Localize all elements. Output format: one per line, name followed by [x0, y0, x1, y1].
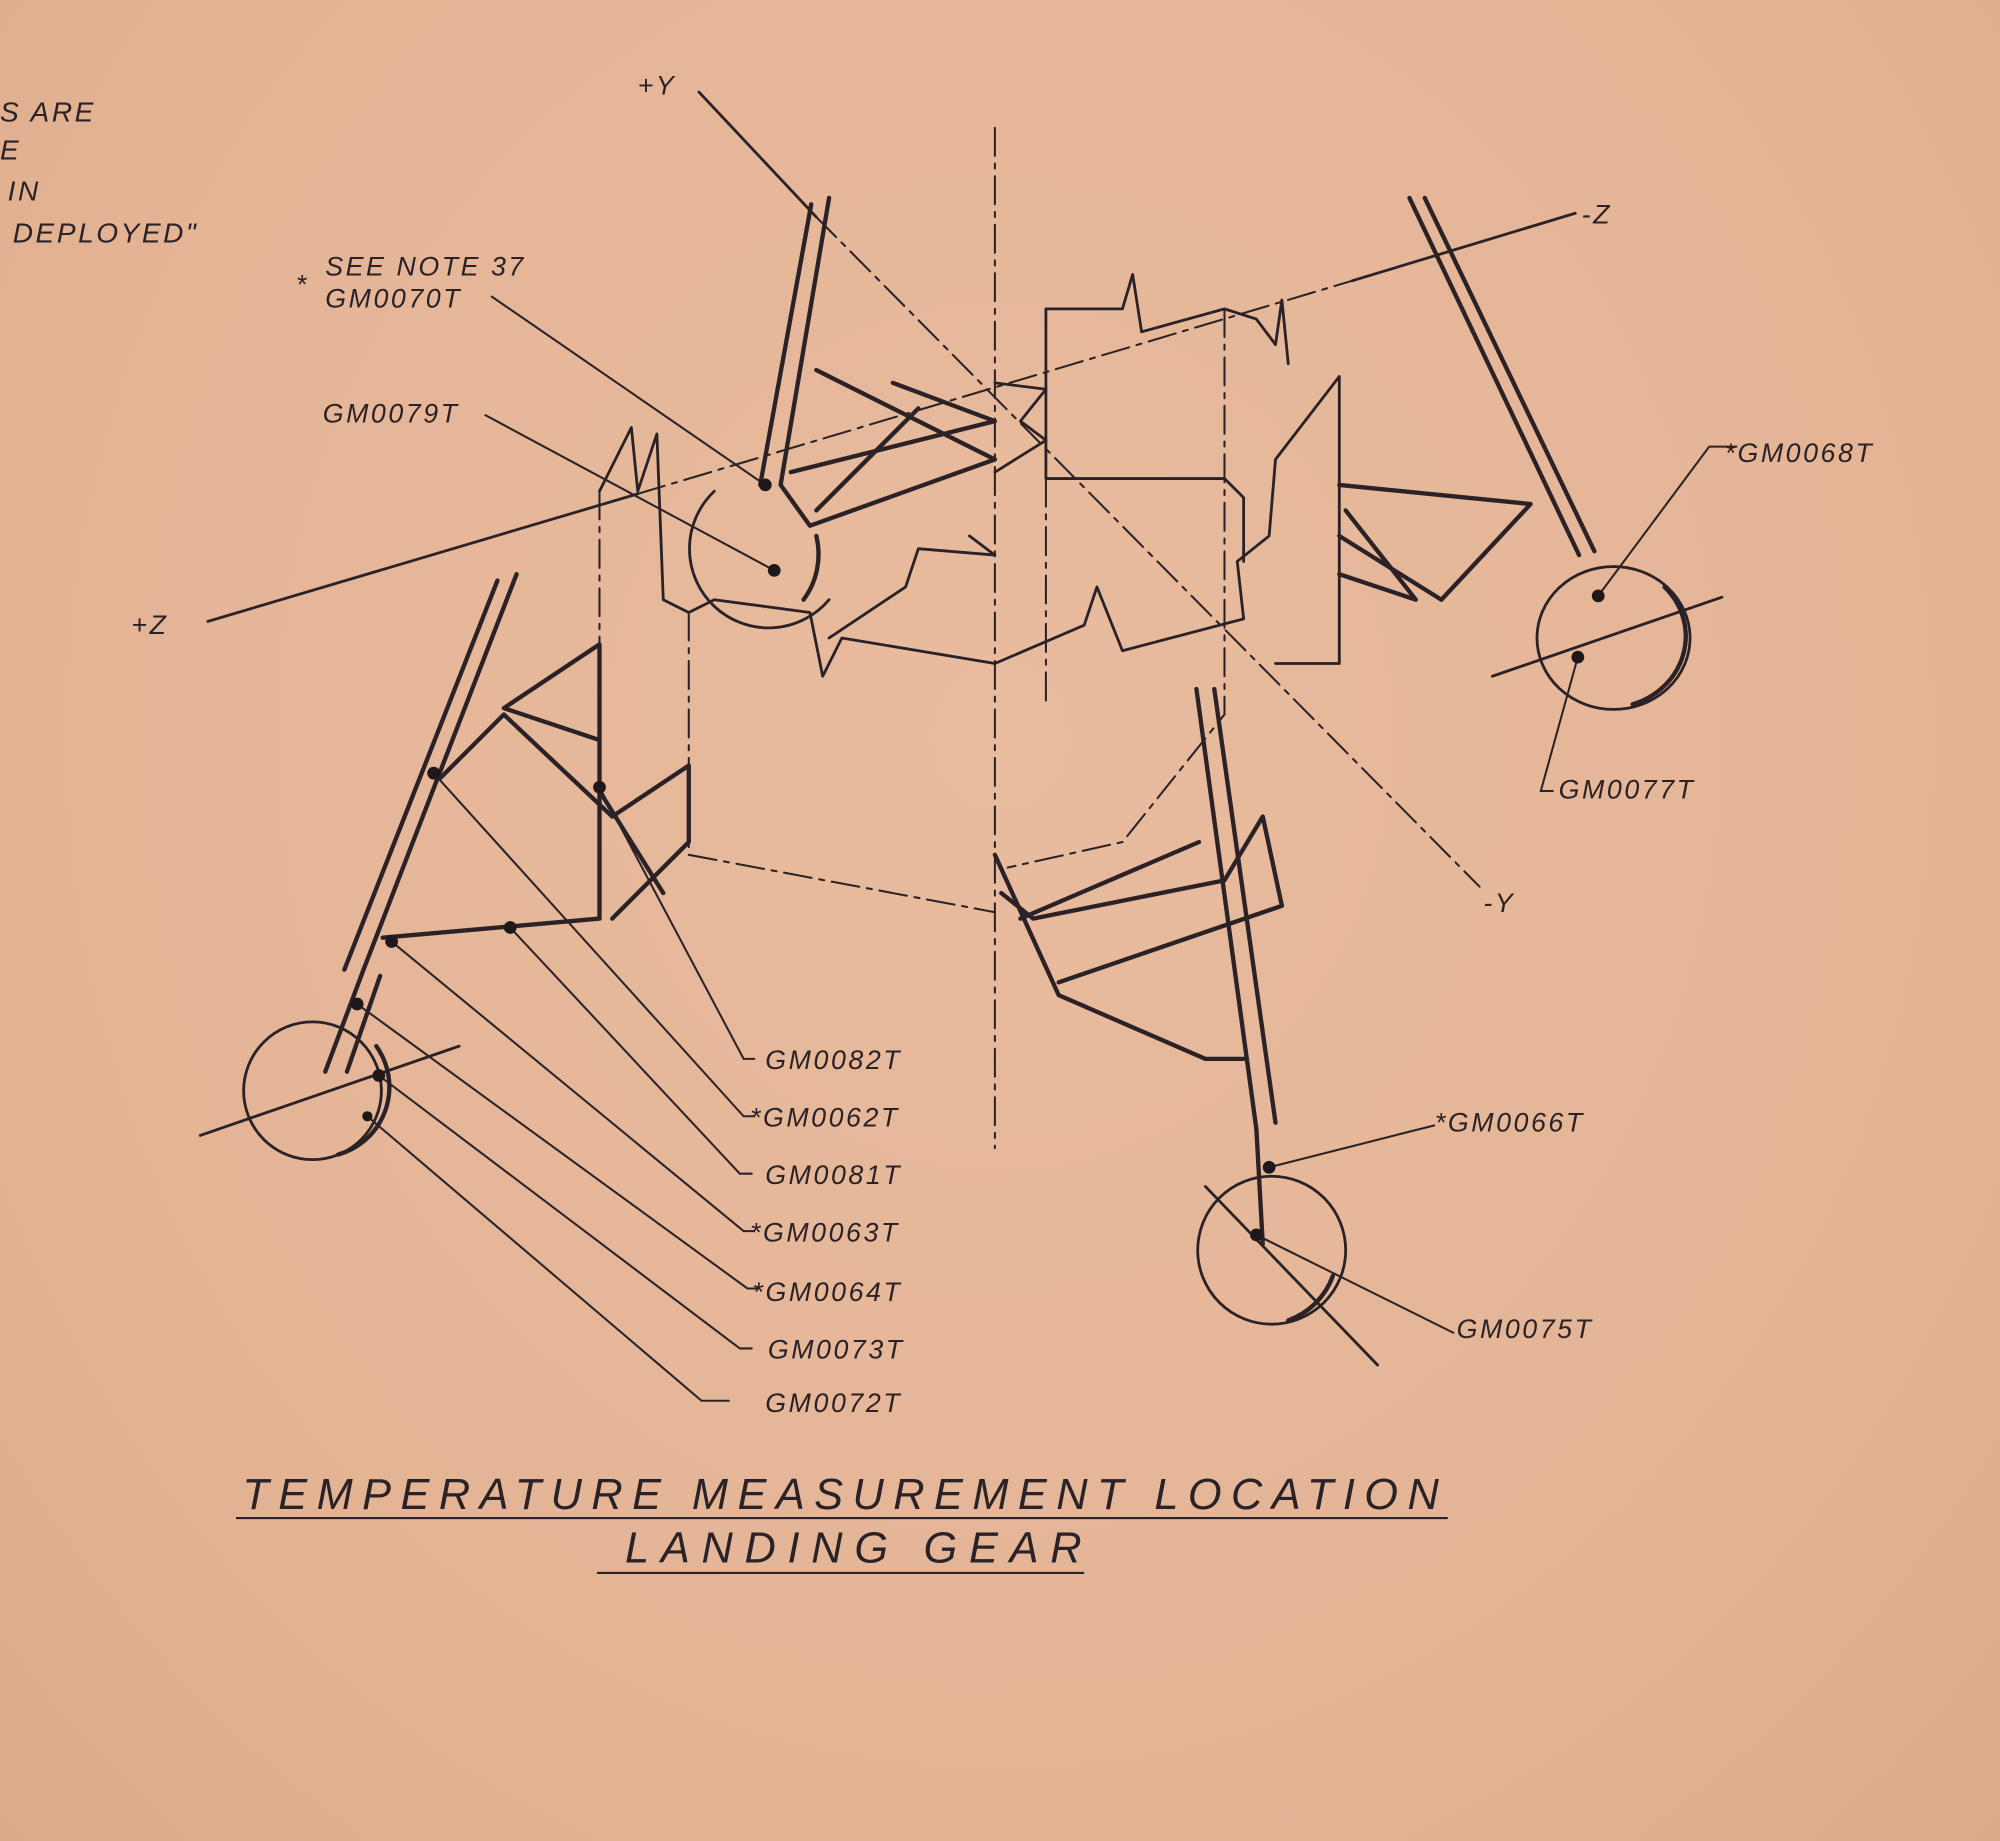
note-line-4: DEPLOYED" — [13, 218, 199, 249]
axis-label-plus-y: +Y — [638, 71, 677, 101]
leg-right — [1337, 195, 1724, 711]
leg-front-right — [992, 686, 1379, 1367]
axes — [206, 90, 1577, 1150]
footpad — [1535, 565, 1692, 711]
note-line-1: S ARE — [0, 96, 96, 127]
label-gm0072t: GM0072T — [765, 1388, 902, 1418]
axis-label-minus-z: -Z — [1582, 199, 1612, 229]
footpad — [688, 489, 831, 630]
plus-z-axis-line — [206, 492, 640, 623]
label-gm0064t: *GM0064T — [753, 1277, 903, 1307]
footpad — [1196, 1174, 1348, 1326]
label-gm0081t: GM0081T — [765, 1160, 902, 1190]
title-line-2: LANDING GEAR — [625, 1525, 1091, 1573]
axis-label-plus-z: +Z — [131, 610, 168, 640]
see-note-label: SEE NOTE 37 — [325, 252, 526, 282]
plus-y-axis-line — [697, 90, 818, 219]
axis-label-minus-y: -Y — [1483, 888, 1515, 918]
label-gm0068t: *GM0068T — [1724, 438, 1874, 468]
label-gm0075t: GM0075T — [1457, 1314, 1594, 1344]
label-gm0062t: *GM0062T — [750, 1102, 900, 1132]
label-gm0063t: *GM0063T — [750, 1217, 900, 1247]
z-axis-centerline — [636, 279, 1354, 495]
title-line-1: TEMPERATURE MEASUREMENT LOCATION — [242, 1471, 1447, 1519]
y-axis-centerline — [815, 216, 1481, 888]
note-line-2: E — [0, 135, 21, 166]
leg-rear-left — [688, 195, 998, 630]
label-gm0077t: GM0077T — [1559, 775, 1696, 805]
minus-z-axis-line — [1350, 211, 1577, 283]
label-gm0070t: GM0070T — [325, 284, 462, 314]
label-gm0066t: *GM0066T — [1435, 1108, 1585, 1138]
footpad — [242, 1020, 383, 1162]
note-line-3: IN — [8, 175, 41, 206]
label-gm0073t: GM0073T — [768, 1335, 905, 1365]
leg-front-left — [198, 572, 691, 1162]
label-gm0082t: GM0082T — [765, 1045, 902, 1075]
label-gm0079t: GM0079T — [323, 398, 460, 428]
asterisk-mark: * — [296, 270, 309, 300]
callout-leaders — [350, 295, 1738, 1402]
